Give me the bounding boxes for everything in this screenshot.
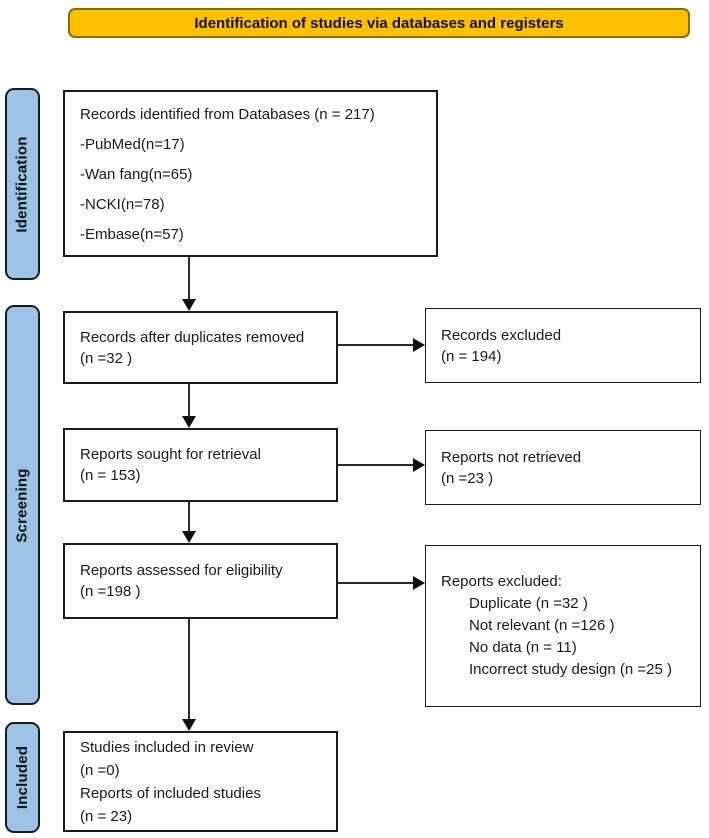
records-identified-ncki: -NCKI(n=78) (80, 196, 165, 213)
stage-label-included: Included (14, 745, 31, 810)
box-reports-excluded: Reports excluded: Duplicate (n =32 ) Not… (425, 545, 701, 707)
box-records-excluded: Records excluded (n = 194) (425, 308, 701, 383)
records-excluded-text: Records excluded (441, 326, 562, 344)
excluded-reason-no-data: No data (n = 11) (469, 639, 577, 656)
arrow-duplicates-to-sought (188, 384, 190, 416)
duplicates-removed-count: (n =32 ) (80, 349, 133, 367)
records-identified-pubmed: -PubMed(n=17) (80, 136, 185, 153)
stage-bar-included: Included (5, 722, 40, 833)
stage-bar-screening: Screening (5, 305, 40, 705)
not-retrieved-text: Reports not retrieved (441, 448, 582, 466)
not-retrieved-count: (n =23 ) (441, 469, 494, 487)
reports-assessed-count: (n =198 ) (80, 583, 141, 600)
stage-bar-identification: Identification (5, 88, 40, 280)
arrow-assessed-to-included (188, 619, 190, 719)
records-identified-total: Records identified from Databases (n = 2… (80, 106, 375, 123)
excluded-reason-duplicate: Duplicate (n =32 ) (469, 595, 588, 612)
header-title: Identification of studies via databases … (194, 14, 564, 32)
reports-assessed-text: Reports assessed for eligibility (80, 562, 283, 579)
arrow-sought-to-assessed (188, 502, 190, 531)
arrow-sought-to-not-retrieved (338, 464, 413, 466)
box-reports-sought: Reports sought for retrieval (n = 153) (63, 428, 338, 502)
stage-label-identification: Identification (14, 135, 32, 233)
arrow-assessed-to-reports-excluded (338, 582, 413, 584)
header-banner: Identification of studies via databases … (68, 8, 690, 38)
arrow-duplicates-to-excluded (338, 344, 413, 346)
box-studies-included: Studies included in review (n =0) Report… (63, 731, 338, 832)
stage-label-screening: Screening (14, 467, 32, 543)
excluded-reason-incorrect-design: Incorrect study design (n =25 ) (469, 661, 673, 678)
studies-included-text: Studies included in review (80, 738, 254, 756)
excluded-reason-not-relevant: Not relevant (n =126 ) (469, 617, 615, 634)
duplicates-removed-text: Records after duplicates removed (80, 328, 305, 346)
records-excluded-count: (n = 194) (441, 347, 502, 365)
studies-included-count: (n =0) (80, 761, 120, 779)
arrow-identified-to-duplicates (188, 257, 190, 299)
records-identified-embase: -Embase(n=57) (80, 226, 184, 243)
reports-excluded-title: Reports excluded: (441, 573, 562, 590)
reports-included-count: (n = 23) (80, 807, 133, 825)
box-duplicates-removed: Records after duplicates removed (n =32 … (63, 311, 338, 384)
reports-sought-count: (n = 153) (80, 467, 141, 484)
box-reports-assessed: Reports assessed for eligibility (n =198… (63, 543, 338, 619)
records-identified-wanfang: -Wan fang(n=65) (80, 166, 193, 183)
reports-sought-text: Reports sought for retrieval (80, 446, 261, 463)
reports-included-text: Reports of included studies (80, 784, 261, 802)
box-reports-not-retrieved: Reports not retrieved (n =23 ) (425, 430, 701, 505)
box-records-identified: Records identified from Databases (n = 2… (63, 90, 438, 257)
